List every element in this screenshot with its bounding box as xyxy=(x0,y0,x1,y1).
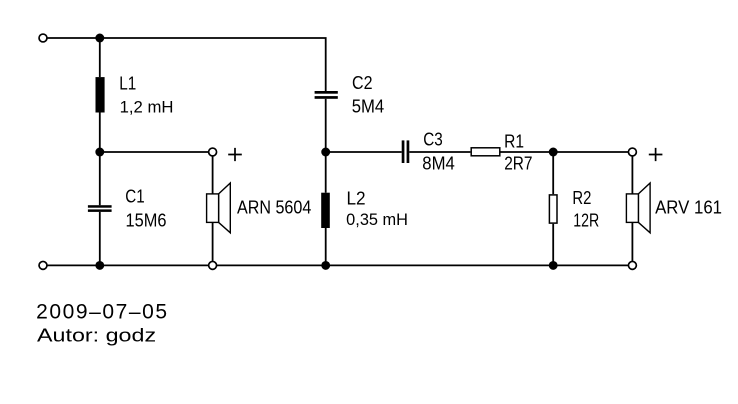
svg-text:5M4: 5M4 xyxy=(352,95,385,116)
svg-text:C1: C1 xyxy=(125,186,144,207)
svg-text:R2: R2 xyxy=(572,187,591,208)
svg-text:ARN 5604: ARN 5604 xyxy=(237,196,311,217)
svg-text:L1: L1 xyxy=(119,73,136,94)
svg-text:12R: 12R xyxy=(573,209,599,230)
svg-text:ARV 161: ARV 161 xyxy=(655,197,722,218)
svg-text:L2: L2 xyxy=(347,188,366,209)
svg-text:C2: C2 xyxy=(352,72,373,93)
svg-text:R1: R1 xyxy=(504,130,524,151)
svg-text:2R7: 2R7 xyxy=(504,152,532,173)
svg-text:15M6: 15M6 xyxy=(126,210,167,231)
svg-text:C3: C3 xyxy=(423,129,443,150)
svg-text:8M4: 8M4 xyxy=(422,153,455,174)
svg-text:1,2 mH: 1,2 mH xyxy=(120,98,174,116)
svg-text:0,35 mH: 0,35 mH xyxy=(346,211,408,229)
svg-text:Autor: godz: Autor: godz xyxy=(37,325,156,345)
svg-text:2009–07–05: 2009–07–05 xyxy=(36,300,167,323)
